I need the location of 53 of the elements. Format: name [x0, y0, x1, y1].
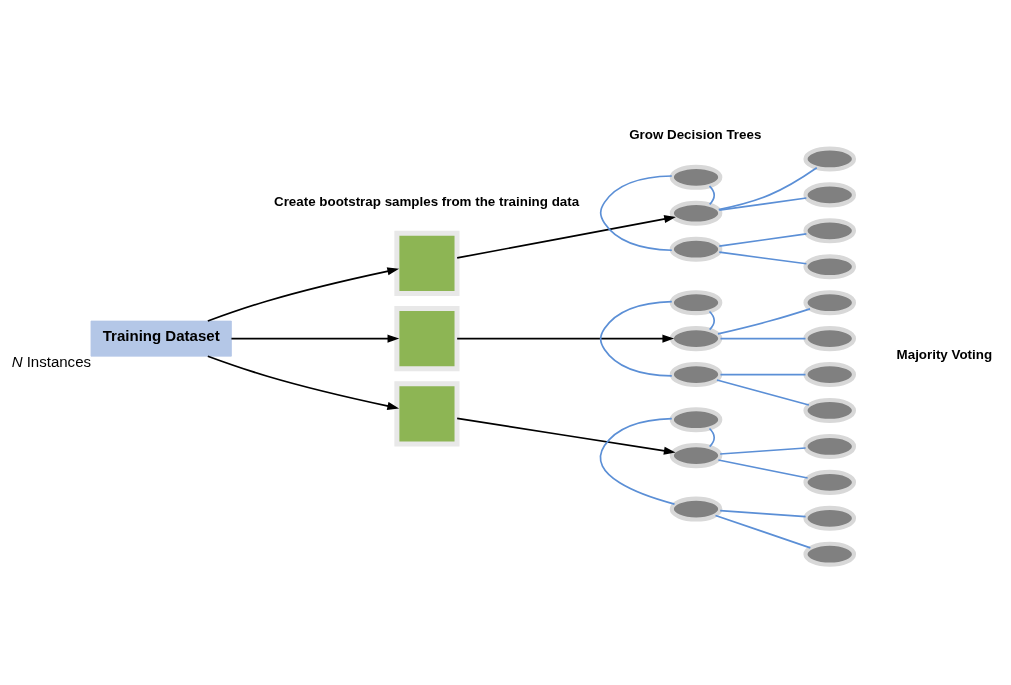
connector: [719, 373, 807, 375]
node-ellipse: [803, 181, 857, 207]
arrow: [230, 334, 400, 343]
node-ellipse: [669, 236, 723, 262]
connector: [716, 378, 810, 406]
node-ellipse: [803, 433, 857, 459]
node-ellipse: [669, 200, 723, 226]
label: Majority Voting: [896, 346, 993, 362]
node-ellipse: [803, 325, 857, 351]
connector: [719, 337, 807, 339]
connector: [599, 174, 673, 251]
arrow: [206, 354, 400, 410]
node-ellipse: [803, 505, 857, 531]
label: Create bootstrap samples from the training data: [274, 193, 580, 209]
node-ellipse: [803, 469, 857, 495]
node-ellipse: [669, 289, 723, 315]
node-box: Training Dataset: [90, 320, 232, 357]
node-ellipse: [669, 164, 723, 190]
arrow: [456, 334, 675, 343]
node-ellipse: [669, 406, 723, 432]
node-ellipse: [669, 496, 723, 522]
node-ellipse: [669, 361, 723, 387]
node-ellipse: [669, 325, 723, 351]
node-ellipse: [803, 145, 857, 171]
connector: [708, 184, 716, 205]
node-box: [394, 230, 460, 296]
connector: [718, 232, 808, 247]
connector: [708, 310, 716, 330]
connector: [719, 509, 807, 517]
connector: [708, 427, 716, 447]
connector: [717, 458, 809, 479]
node-ellipse: [803, 217, 857, 243]
node-ellipse: [803, 253, 857, 279]
connector: [718, 196, 808, 211]
node-ellipse: [803, 289, 857, 315]
label: Grow Decision Trees: [629, 126, 762, 142]
connector: [599, 300, 673, 377]
connector: [717, 307, 811, 335]
node-ellipse: [803, 541, 857, 567]
connector: [717, 166, 818, 210]
arrow: [206, 266, 400, 322]
arrow: [456, 417, 676, 455]
connector: [714, 514, 812, 549]
node-box: [394, 305, 460, 371]
node-ellipse: [669, 442, 723, 468]
node-box: [394, 380, 460, 446]
node-ellipse: [803, 397, 857, 423]
arrow: [456, 214, 676, 259]
connector: [719, 446, 807, 455]
connector: [718, 250, 808, 265]
node-label: N Instances: [11, 352, 92, 370]
node-ellipse: [803, 361, 857, 387]
connector: [599, 417, 676, 505]
